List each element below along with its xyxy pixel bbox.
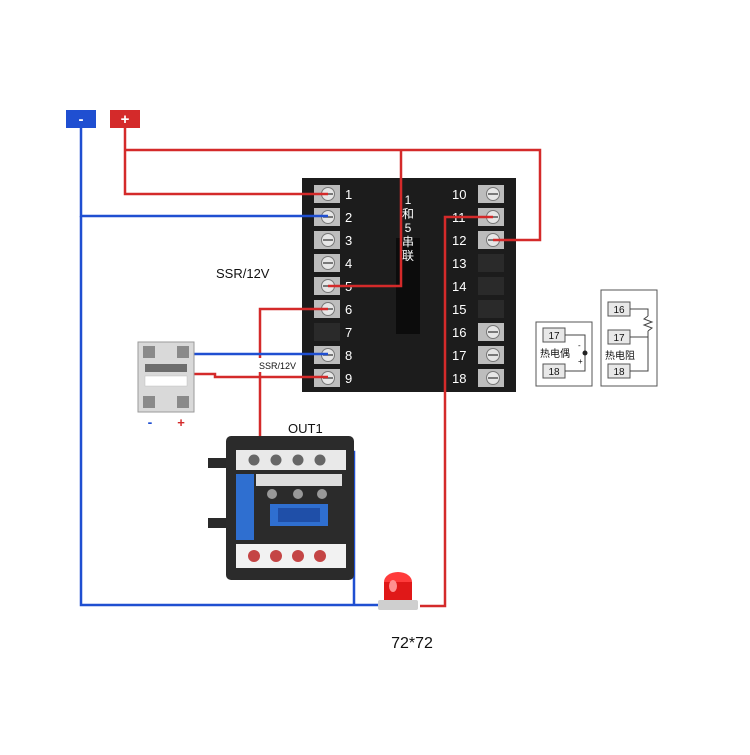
indicator-lamp [378, 572, 418, 610]
terminal-number: 9 [345, 371, 352, 386]
ssr-wire-label-bg [255, 358, 299, 372]
solid-state-relay: - + [137, 341, 195, 430]
supply-minus-badge: - [66, 110, 96, 128]
lamp-caption: 72*72 [391, 635, 433, 652]
terminal-empty [478, 277, 504, 295]
rtd-top-terminal: 16 [613, 305, 625, 316]
terminal-number: 1 [345, 187, 352, 202]
wire-plus-to-terminal-1 [123, 128, 328, 196]
thermocouple-label: 热电偶 [540, 347, 570, 360]
controller-terminal-right: 18 [452, 369, 504, 387]
terminal-number: 16 [452, 325, 466, 340]
out1-label: OUT1 [288, 421, 323, 436]
controller-terminal-right: 15 [452, 300, 504, 318]
terminal-number: 7 [345, 325, 352, 340]
wire-series-1-5 [328, 150, 403, 288]
controller-terminal-right: 13 [452, 254, 504, 272]
series-note: 1 和 5 串 联 [402, 193, 414, 263]
ssr-minus-label: - [148, 414, 153, 430]
positive-wires [123, 128, 542, 608]
svg-text:-: - [578, 341, 581, 350]
wire-minus-to-terminal-2 [79, 128, 328, 218]
controller-terminal-left: 7 [314, 323, 352, 341]
controller-terminal-right: 10 [452, 185, 504, 203]
terminal-number: 10 [452, 187, 466, 202]
ssr-side-label: SSR/12V [216, 266, 270, 281]
terminal-number: 13 [452, 256, 466, 271]
supply-plus-label: + [121, 111, 130, 128]
thermocouple-top-terminal: 17 [548, 331, 560, 342]
series-note-char: 5 [405, 221, 412, 235]
controller-terminal-right: 14 [452, 277, 504, 295]
contactor [208, 436, 354, 580]
rtd-label: 热电阻 [605, 349, 635, 362]
terminal-number: 15 [452, 302, 466, 317]
thermocouple-bottom-terminal: 18 [548, 367, 560, 378]
terminal-empty [478, 254, 504, 272]
terminal-number: 18 [452, 371, 466, 386]
series-note-char: 联 [402, 249, 414, 263]
terminal-number: 14 [452, 279, 466, 294]
series-note-char: 串 [402, 235, 414, 249]
controller-terminal-left: 3 [314, 231, 352, 249]
series-note-char: 1 [405, 193, 412, 207]
thermocouple-box: 17 热电偶 18 - + [535, 321, 593, 387]
wire-minus-down-to-lamp [79, 216, 380, 607]
supply-plus-badge: + [110, 110, 140, 128]
terminal-empty [314, 323, 340, 341]
wire-terminal-11-to-lamp [420, 215, 493, 608]
terminal-number: 6 [345, 302, 352, 317]
rtd-box: 16 17 热电阻 18 [600, 289, 658, 387]
wire-terminal-6-to-contactor [258, 307, 328, 452]
ssr-plus-label: + [177, 415, 185, 430]
terminal-number: 8 [345, 348, 352, 363]
terminal-number: 12 [452, 233, 466, 248]
rtd-bottom-terminal: 18 [613, 367, 625, 378]
wire-terminal-9-to-ssr [180, 372, 328, 379]
wire-top-bus [125, 148, 542, 242]
supply-minus-label: - [79, 111, 84, 128]
terminal-number: 4 [345, 256, 352, 271]
controller-terminal-left: 4 [314, 254, 352, 272]
terminal-empty [478, 300, 504, 318]
svg-text:+: + [578, 357, 583, 366]
controller-terminal-right: 17 [452, 346, 504, 364]
terminal-number: 2 [345, 210, 352, 225]
terminal-number: 3 [345, 233, 352, 248]
controller-terminal-right: 16 [452, 323, 504, 341]
series-note-char: 和 [402, 207, 414, 221]
rtd-middle-terminal: 17 [613, 333, 625, 344]
ssr-wire-label: SSR/12V [259, 361, 296, 371]
terminal-number: 17 [452, 348, 466, 363]
